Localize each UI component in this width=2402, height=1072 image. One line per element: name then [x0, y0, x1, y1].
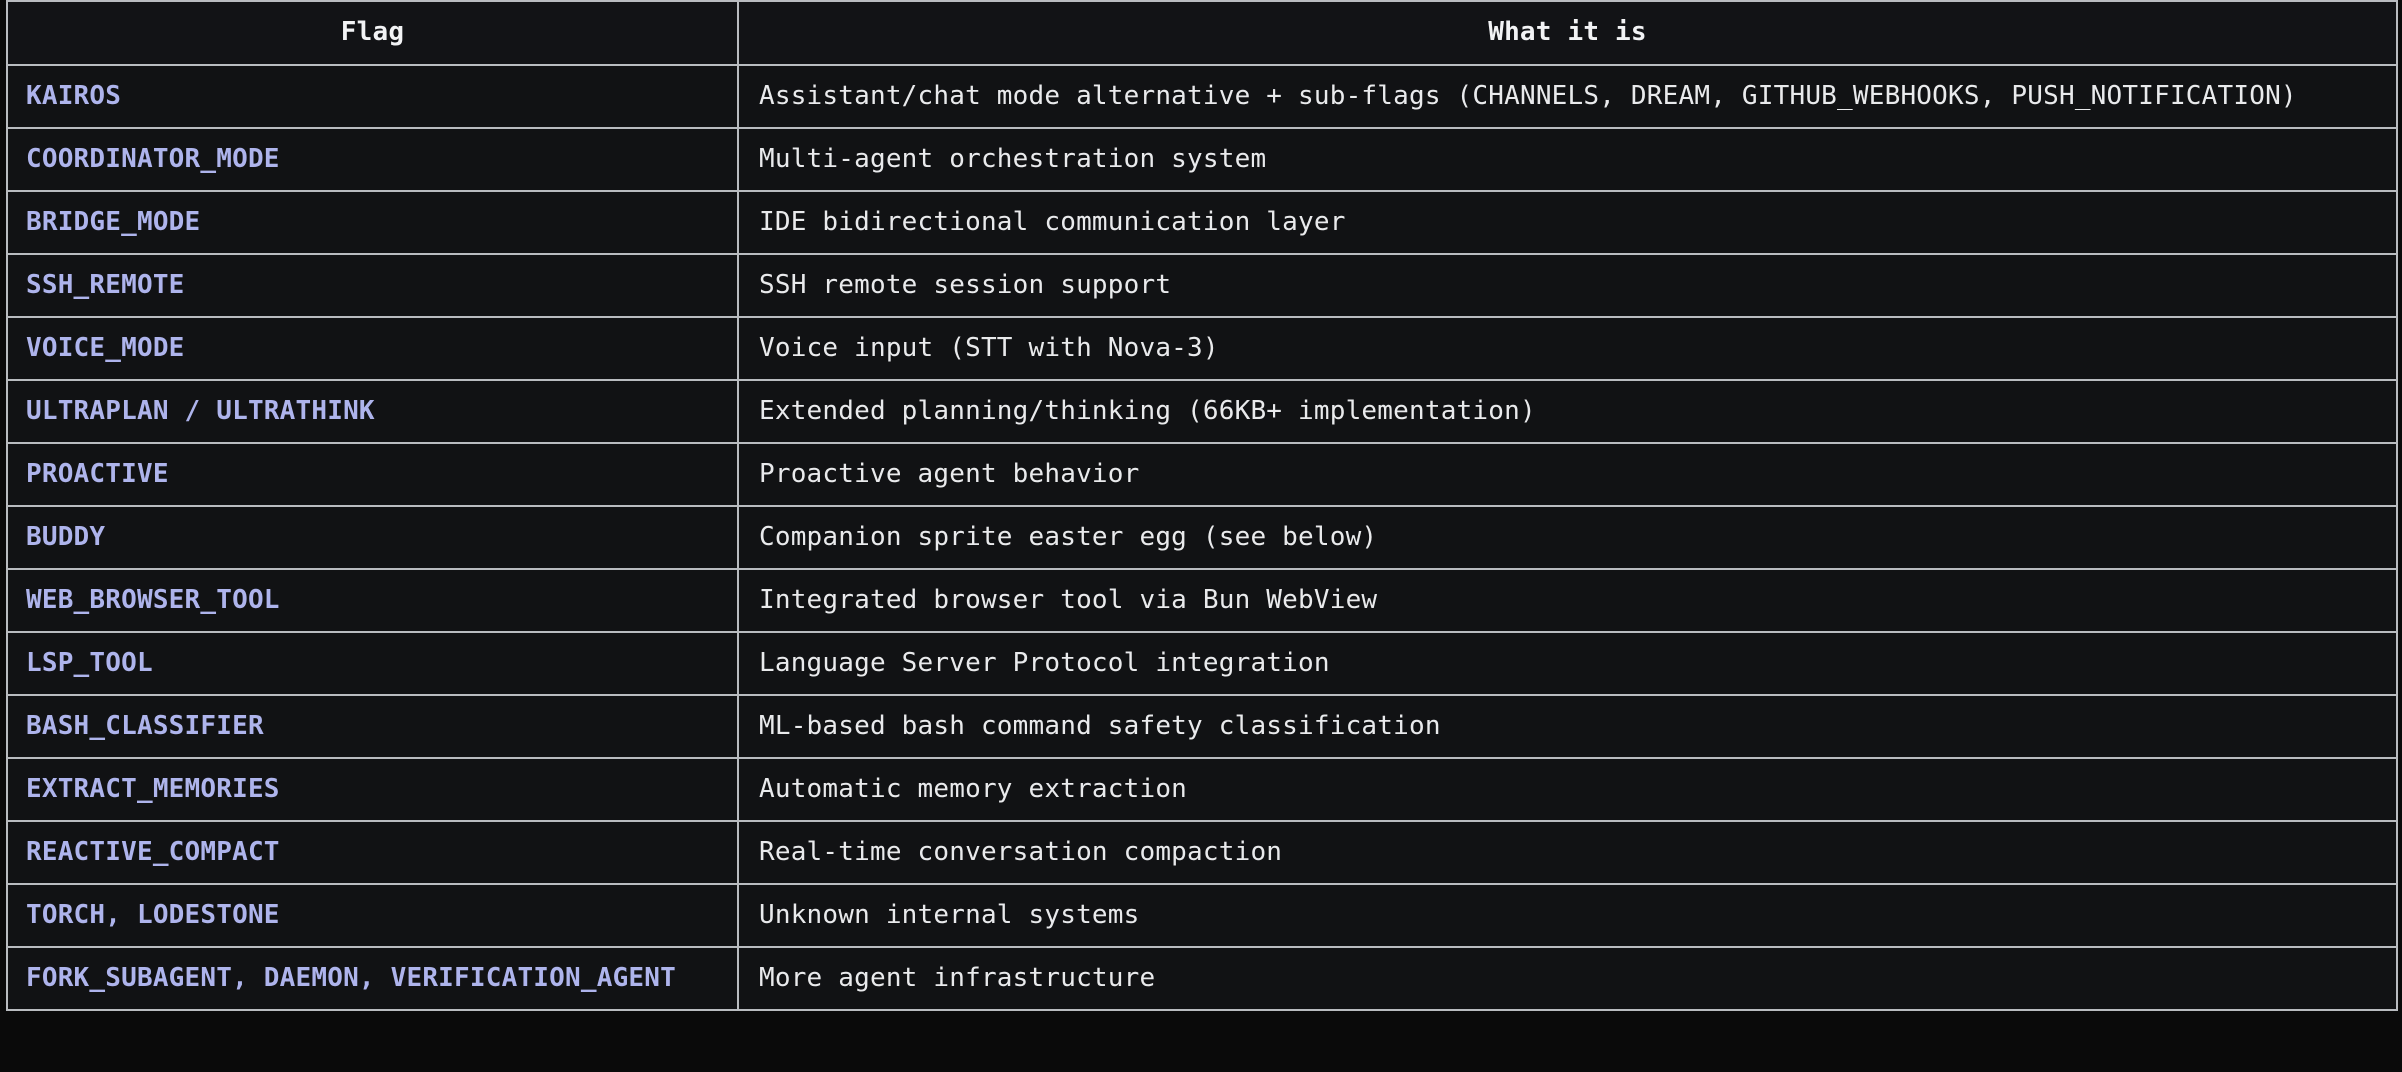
table-header: Flag What it is: [6, 0, 2398, 66]
flag-name-cell: BUDDY: [6, 505, 739, 570]
flag-description-cell: Extended planning/thinking (66KB+ implem…: [737, 379, 2398, 444]
flag-description-cell: Real-time conversation compaction: [737, 820, 2398, 885]
flag-description-cell: Voice input (STT with Nova-3): [737, 316, 2398, 381]
flag-name-cell: PROACTIVE: [6, 442, 739, 507]
flag-name-cell: FORK_SUBAGENT, DAEMON, VERIFICATION_AGEN…: [6, 946, 739, 1011]
flag-description-cell: Automatic memory extraction: [737, 757, 2398, 822]
flag-name-cell: SSH_REMOTE: [6, 253, 739, 318]
flag-description-cell: Unknown internal systems: [737, 883, 2398, 948]
flag-name-cell: VOICE_MODE: [6, 316, 739, 381]
flag-description-cell: IDE bidirectional communication layer: [737, 190, 2398, 255]
flag-description-cell: Multi-agent orchestration system: [737, 127, 2398, 192]
column-header-flag: Flag: [6, 0, 739, 66]
flag-name-cell: ULTRAPLAN / ULTRATHINK: [6, 379, 739, 444]
flag-name-cell: KAIROS: [6, 64, 739, 129]
flag-description-cell: Language Server Protocol integration: [737, 631, 2398, 696]
flag-name-cell: EXTRACT_MEMORIES: [6, 757, 739, 822]
column-header-what-it-is: What it is: [737, 0, 2398, 66]
flag-name-cell: LSP_TOOL: [6, 631, 739, 696]
flag-name-cell: TORCH, LODESTONE: [6, 883, 739, 948]
flag-description-cell: ML-based bash command safety classificat…: [737, 694, 2398, 759]
flag-description-cell: Proactive agent behavior: [737, 442, 2398, 507]
flag-name-cell: BASH_CLASSIFIER: [6, 694, 739, 759]
flag-description-cell: More agent infrastructure: [737, 946, 2398, 1011]
flag-description-cell: SSH remote session support: [737, 253, 2398, 318]
flag-description-cell: Companion sprite easter egg (see below): [737, 505, 2398, 570]
flag-description-cell: Integrated browser tool via Bun WebView: [737, 568, 2398, 633]
flag-name-cell: REACTIVE_COMPACT: [6, 820, 739, 885]
table-row: FORK_SUBAGENT, DAEMON, VERIFICATION_AGEN…: [6, 946, 2398, 1011]
table-header-row: Flag What it is: [6, 0, 2398, 66]
flag-name-cell: WEB_BROWSER_TOOL: [6, 568, 739, 633]
flag-description-cell: Assistant/chat mode alternative + sub-fl…: [737, 64, 2398, 129]
flag-name-cell: BRIDGE_MODE: [6, 190, 739, 255]
flag-name-cell: COORDINATOR_MODE: [6, 127, 739, 192]
